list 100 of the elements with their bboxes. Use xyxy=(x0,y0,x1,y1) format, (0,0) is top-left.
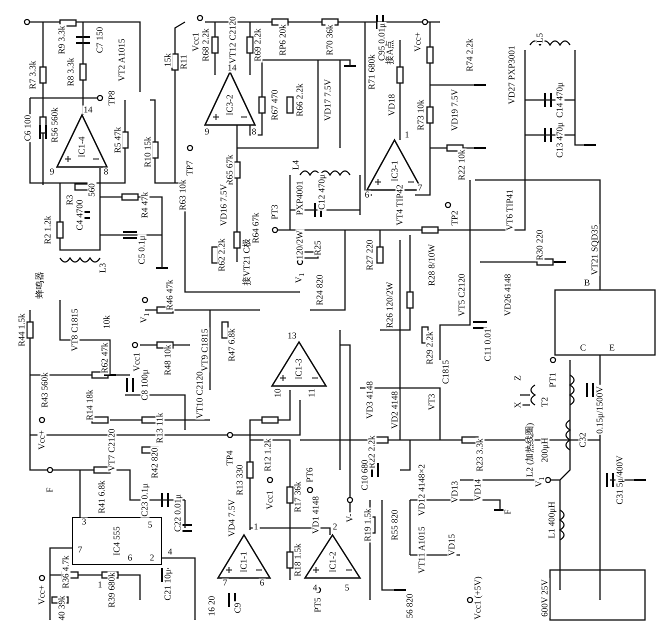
component-label: 600V 25V xyxy=(540,578,550,618)
component-label: VD17 7.5V xyxy=(324,78,332,122)
component-label: R70 36k xyxy=(326,24,334,56)
component-label: R63 10k xyxy=(178,178,188,212)
component-label: C31 5μ/400V xyxy=(616,454,624,506)
component-label: 0.15μ/1500V xyxy=(596,385,604,435)
ic-label: IC3-1 xyxy=(390,160,399,182)
component-label: Z xyxy=(514,374,522,382)
pin-number: 6 xyxy=(364,190,370,200)
component-label: R18 1.5k xyxy=(294,542,302,578)
component-label: VT9 C1815 xyxy=(200,328,210,372)
component-label: R36 4.7k xyxy=(62,554,70,590)
component-label: VT2 A1015 xyxy=(118,38,126,82)
component-label: VD26 4148 xyxy=(504,272,512,318)
pin-number: 3 xyxy=(80,518,88,526)
pin-number: 8 xyxy=(250,128,258,136)
component-label: C xyxy=(579,344,587,352)
component-label: R25 xyxy=(314,240,322,256)
pin-number: 9 xyxy=(204,128,210,136)
pin-number: 4 xyxy=(312,584,318,592)
pin-number: 2 xyxy=(332,522,338,532)
component-label: R3 xyxy=(66,194,74,206)
component-label: R46 47k xyxy=(166,278,174,312)
component-label: Vcc+ xyxy=(38,429,46,451)
component-label: R69 2.2k xyxy=(254,28,262,62)
component-label: R24 820 xyxy=(316,274,324,306)
component-label: C10 680 xyxy=(360,458,370,492)
component-label: TP4 xyxy=(226,450,234,466)
ic-label: IC1-3 xyxy=(294,358,304,380)
component-label: R55 820 xyxy=(390,508,400,542)
component-label: VD16 7.5V xyxy=(220,183,228,227)
component-label: Vcc1 xyxy=(266,490,274,510)
component-label: L4 xyxy=(292,159,300,171)
component-label: VT8 C1815 xyxy=(70,308,80,352)
component-label: R47 6.8k xyxy=(228,328,236,362)
component-label: 200μH xyxy=(540,436,550,464)
component-label: VD2 4148 xyxy=(390,390,400,430)
pin-number: 2 xyxy=(148,554,156,562)
component-label: C11 0.01 xyxy=(484,328,492,362)
component-label: PT6 xyxy=(306,466,314,484)
component-label: R71 680k xyxy=(368,53,376,91)
pin-number: 8 xyxy=(102,168,110,176)
component-label: 接A点 xyxy=(386,38,394,66)
ic-chip xyxy=(72,517,162,565)
component-label: C8 100μ xyxy=(140,368,150,402)
component-label: RP6 20k xyxy=(278,23,288,57)
component-label: Vcc+ xyxy=(414,31,422,53)
pin-number: 13 xyxy=(286,332,298,340)
component-label: VT6 TIP41 xyxy=(506,188,514,232)
component-label: Vcc1 (+5V) xyxy=(474,575,482,621)
component-label: X xyxy=(514,400,522,410)
op-amp-symbol xyxy=(305,535,360,578)
component-label: VD14 xyxy=(474,478,482,502)
component-label: PT1 xyxy=(548,372,558,388)
component-label: Vcc1 xyxy=(192,32,200,52)
component-label: C21 10μ xyxy=(164,568,172,602)
pin-number: 7 xyxy=(222,578,228,588)
component-label: R29 2.2k xyxy=(426,330,434,366)
op-amp-symbol xyxy=(218,535,270,578)
ic-label: IC3-2 xyxy=(226,94,234,116)
component-label: R39 680k xyxy=(108,571,116,609)
component-label: VD18 xyxy=(388,93,396,117)
component-label: R23 3.3k xyxy=(476,438,484,472)
op-amp-symbol xyxy=(57,115,107,167)
component-label: VD1 4148 xyxy=(312,495,320,535)
component-label: C95 0.01μ xyxy=(378,22,386,62)
pin-number: 1 xyxy=(96,580,104,590)
component-label: R42 820 xyxy=(150,446,160,480)
pin-number: 11 xyxy=(308,388,316,398)
pin-number: 10 xyxy=(274,388,282,398)
component-label: R2 1.2k xyxy=(44,214,52,246)
pin-number: 5 xyxy=(344,584,350,592)
component-label: PT5 xyxy=(314,596,322,614)
op-amp-symbol xyxy=(272,342,326,386)
pin-number: 14 xyxy=(82,106,94,114)
component-label: C32 xyxy=(578,432,588,448)
component-label: VT4 TIP42 xyxy=(396,183,404,227)
component-label: F xyxy=(46,486,54,494)
component-label: VT7 C2120 xyxy=(108,428,116,472)
component-label: R11 xyxy=(180,54,188,70)
component-label: VD19 7.5V xyxy=(450,88,460,132)
component-label: VT3 xyxy=(428,392,436,412)
component-label: R13 330 xyxy=(236,464,244,496)
component-label: T2 xyxy=(540,396,550,408)
component-label: C13 470μ xyxy=(556,121,564,159)
component-label: R10 15k xyxy=(144,136,152,168)
component-label: PT3 xyxy=(270,204,280,220)
component-label: R7 3.3k xyxy=(28,60,38,90)
component-label: 蜂鸣器 xyxy=(36,270,44,300)
component-label: R43 560k xyxy=(40,371,50,409)
component-label: C4 4700 xyxy=(76,198,84,232)
pin-number: 7 xyxy=(76,546,84,554)
component-label: VT11 A1015 xyxy=(418,526,426,574)
component-label: VT10 C2120 xyxy=(196,370,204,420)
component-label: R62 2.2k xyxy=(218,238,226,272)
pin-number: 1 xyxy=(404,130,410,140)
component-label: VD12 4148×2 xyxy=(418,463,426,517)
component-label: 16 20 xyxy=(208,594,216,618)
component-label: R41 6.8k xyxy=(98,480,106,514)
ic-label: IC4 555 xyxy=(112,526,122,556)
